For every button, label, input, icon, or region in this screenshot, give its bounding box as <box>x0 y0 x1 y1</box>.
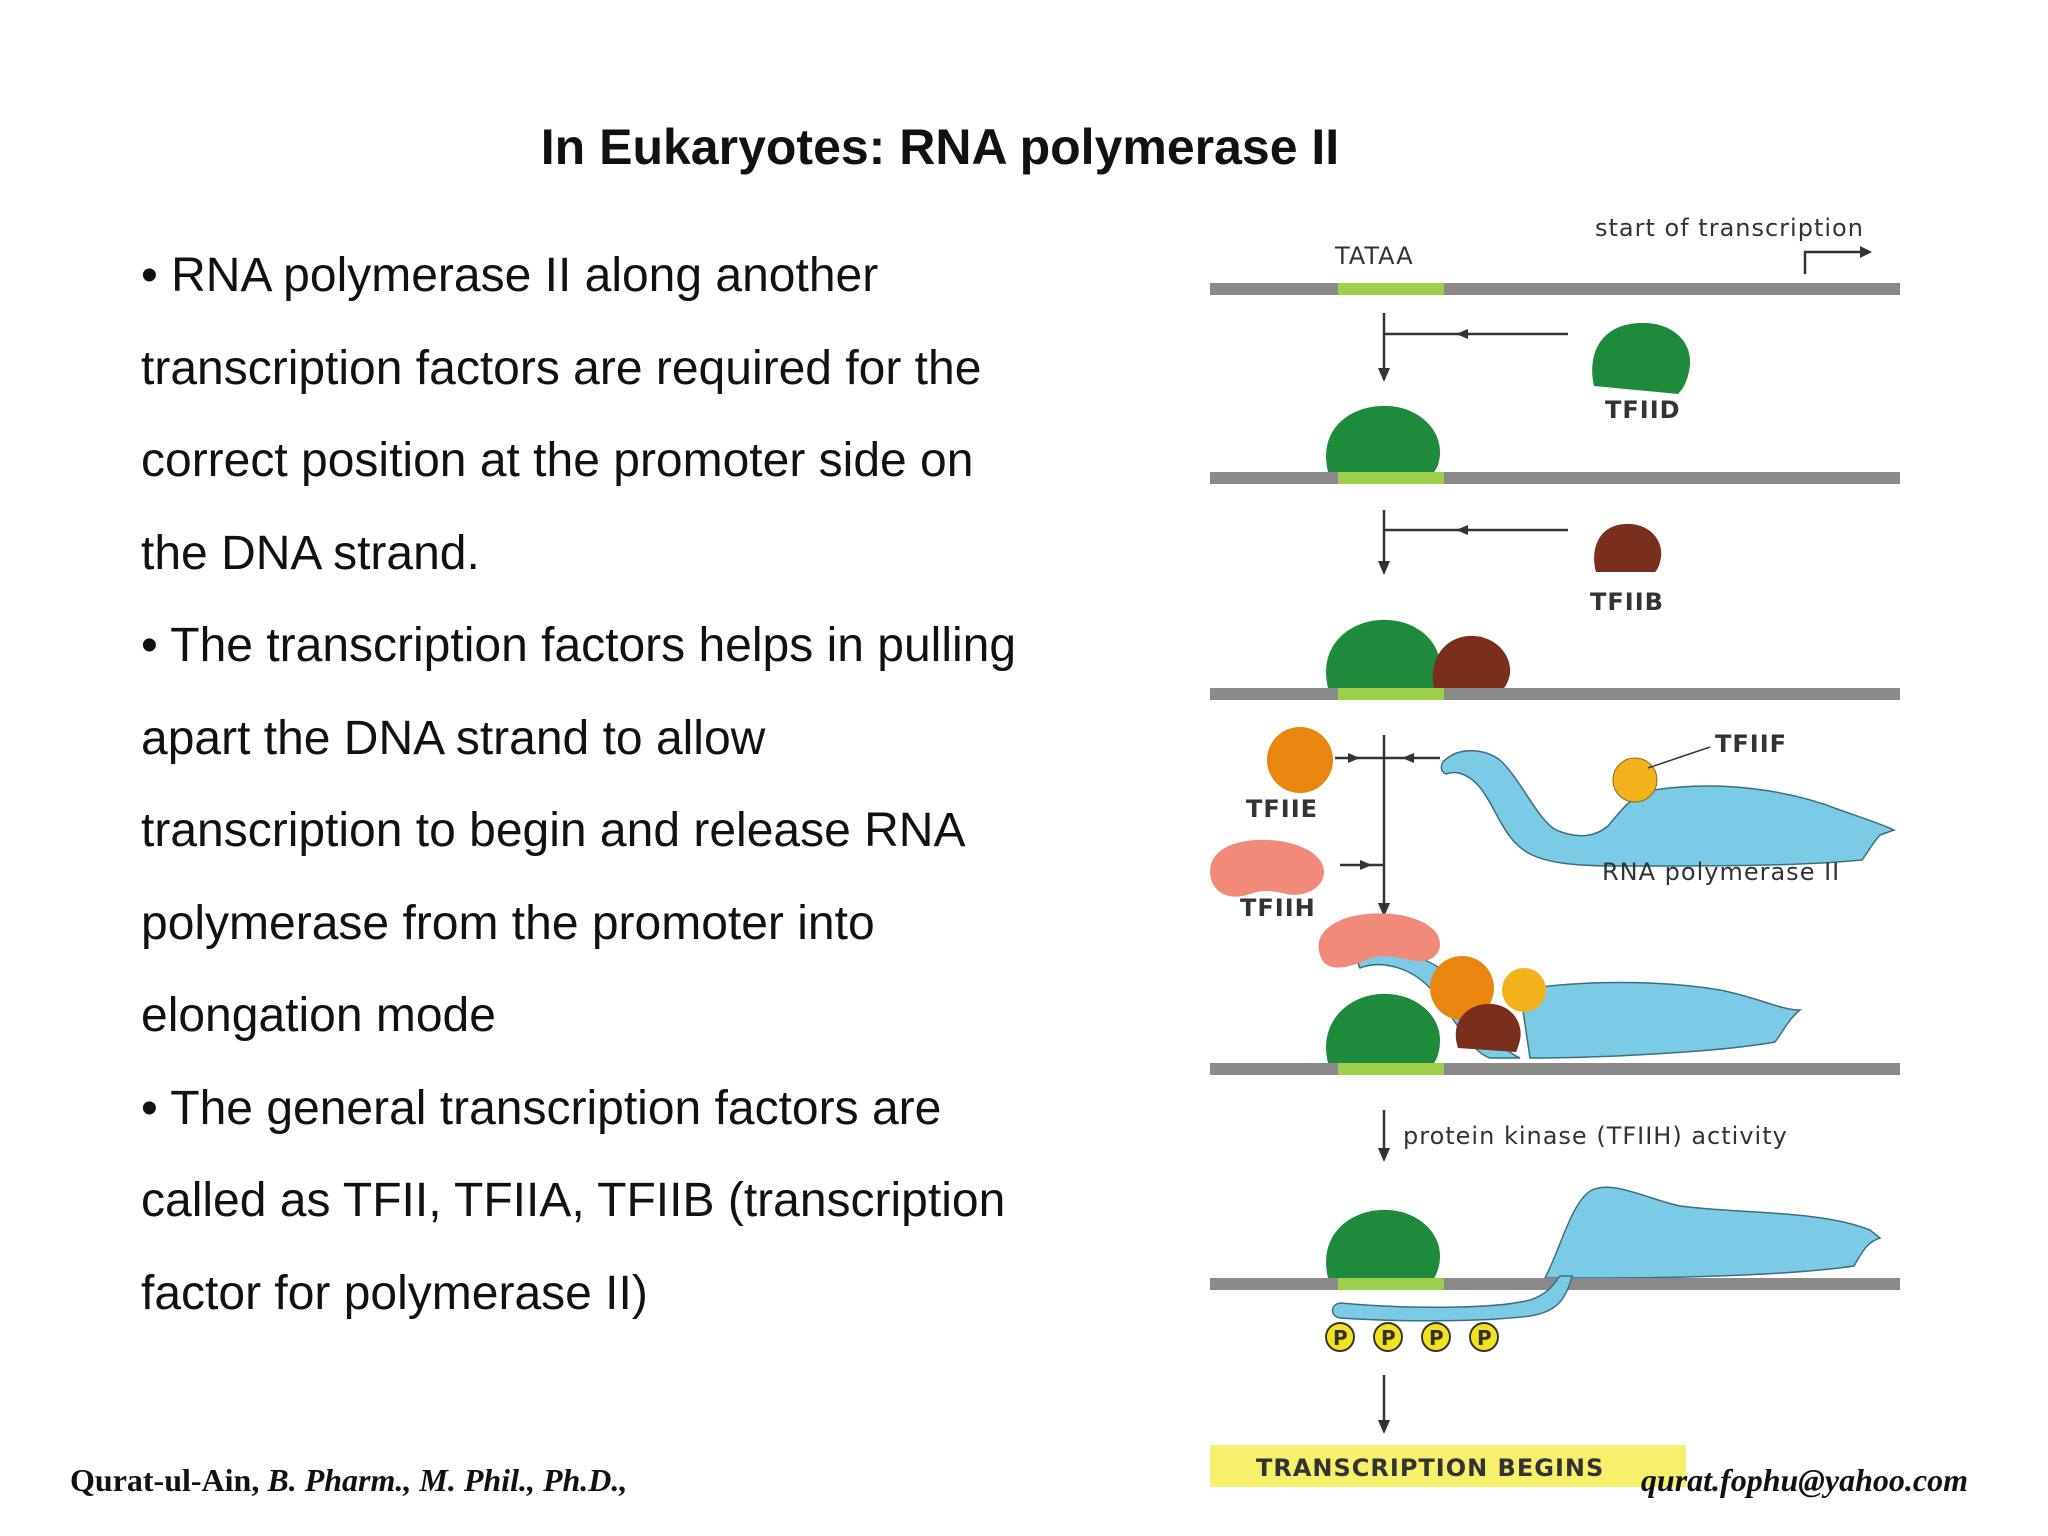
phosphate-label: P <box>1429 1326 1444 1350</box>
body-line: polymerase from the promoter into <box>141 896 875 950</box>
footer-author: Qurat-ul-Ain, B. Pharm., M. Phil., Ph.D.… <box>70 1462 627 1499</box>
dna-strand <box>1210 283 1900 295</box>
body-line: • The general transcription factors are <box>141 1081 942 1135</box>
body-text: • RNA polymerase II along another transc… <box>141 230 1141 1340</box>
tfiih-label: TFIIH <box>1240 894 1316 922</box>
phosphate-label: P <box>1477 1326 1492 1350</box>
body-line: correct position at the promoter side on <box>141 434 974 487</box>
transcription-begins-label: TRANSCRIPTION BEGINS <box>1256 1454 1604 1482</box>
ctd-tail-shape <box>1331 1275 1573 1322</box>
tataa-label: TATAA <box>1334 242 1414 270</box>
dna-strand <box>1210 472 1900 484</box>
start-transcription-label: start of transcription <box>1595 214 1864 242</box>
body-line: transcription factors are required for t… <box>141 341 982 395</box>
rna-polymerase-shape <box>1543 1186 1882 1279</box>
tataa-box <box>1338 283 1444 295</box>
rna-polymerase-shape <box>1440 749 1897 867</box>
slide-title: In Eukaryotes: RNA polymerase II <box>540 119 1340 175</box>
dna-strand <box>1210 688 1900 700</box>
body-line: apart the DNA strand to allow <box>141 711 766 765</box>
tfiid-bound-shape <box>1326 1209 1440 1278</box>
tfiid-shape <box>1592 322 1691 394</box>
author-name: Qurat-ul-Ain, <box>70 1462 260 1498</box>
tfiib-shape <box>1594 523 1662 572</box>
tfiie-shape <box>1267 727 1333 793</box>
transcription-diagram: start of transcription TATAA TFIID TFIIB <box>1210 214 1900 1487</box>
author-credentials: B. Pharm., M. Phil., Ph.D., <box>267 1462 628 1498</box>
kinase-label: protein kinase (TFIIH) activity <box>1403 1122 1788 1150</box>
dna-strand <box>1210 1063 1900 1075</box>
body-line: the DNA strand. <box>141 526 480 580</box>
transcription-begins-banner <box>1210 1445 1686 1487</box>
tfiih-shape <box>1210 839 1324 897</box>
body-line: • The transcription factors helps in pul… <box>141 619 1017 672</box>
tfiie-label: TFIIE <box>1246 795 1318 823</box>
tfiib-label: TFIIB <box>1590 588 1664 616</box>
body-line: transcription to begin and release RNA <box>141 804 966 857</box>
tfiif-label: TFIIF <box>1715 730 1787 758</box>
phosphate-label: P <box>1381 1326 1396 1350</box>
body-line: called as TFII, TFIIA, TFIIB (transcript… <box>141 1174 1006 1227</box>
tfiid-bound-shape <box>1326 619 1440 688</box>
phosphate-label: P <box>1333 1326 1348 1350</box>
tfiid-bound-shape <box>1326 405 1440 472</box>
body-line: • RNA polymerase II along another <box>141 249 879 302</box>
body-line: elongation mode <box>141 989 496 1042</box>
tfiib-bound-shape <box>1432 635 1511 688</box>
body-line: factor for polymerase II) <box>141 1266 648 1320</box>
tfiid-label: TFIID <box>1605 396 1681 424</box>
footer-email: qurat.fophu@yahoo.com <box>1640 1462 1968 1498</box>
rna-polymerase-label: RNA polymerase II <box>1602 858 1840 886</box>
start-arrow-icon <box>1803 250 1860 274</box>
preinitiation-complex <box>1318 913 1803 1063</box>
tfiif-shape <box>1612 757 1658 803</box>
phosphate-group: P P P P <box>1325 1322 1499 1352</box>
start-arrowhead-icon <box>1860 246 1872 258</box>
